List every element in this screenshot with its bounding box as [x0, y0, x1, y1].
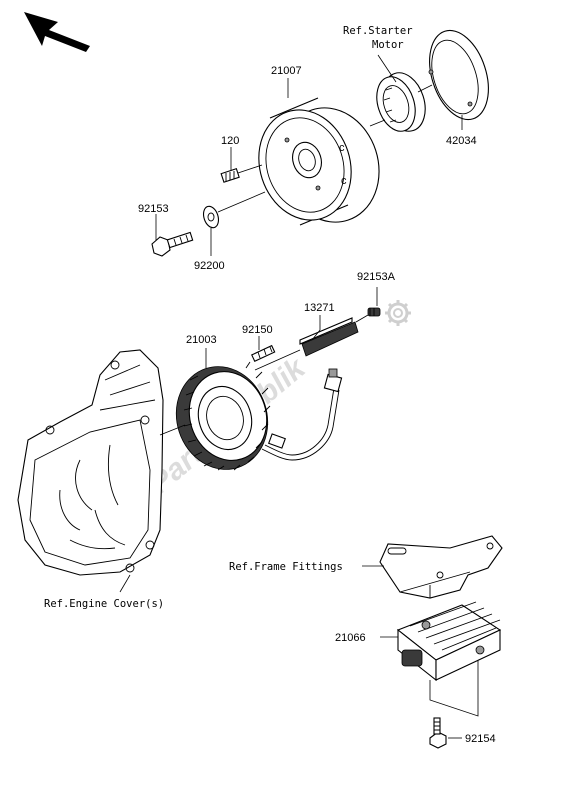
ref-starter-motor-line2: Motor — [372, 39, 404, 51]
front-direction-arrow-icon — [24, 12, 90, 52]
grommet-13271 — [299, 317, 359, 357]
label-92200: 92200 — [194, 260, 225, 272]
gear-icon — [385, 300, 411, 326]
bolt-92150 — [251, 344, 276, 363]
bolt-92154 — [429, 717, 447, 749]
ref-frame-fittings: Ref.Frame Fittings — [229, 561, 343, 573]
regulator-rectifier-21066 — [396, 601, 502, 682]
label-13271: 13271 — [304, 302, 335, 314]
label-21003: 21003 — [186, 334, 217, 346]
starter-gear — [376, 72, 426, 132]
leader-lines — [119, 54, 479, 739]
bolt-92153 — [151, 231, 194, 257]
stator-21003 — [175, 361, 271, 471]
washer-92200 — [202, 205, 220, 229]
mounting-bracket — [379, 535, 503, 599]
label-92153a: 92153A — [357, 271, 396, 283]
label-92150: 92150 — [242, 324, 273, 336]
label-92153: 92153 — [138, 203, 169, 215]
svg-text:c: c — [341, 175, 347, 187]
bolt-92153a — [367, 307, 381, 317]
label-21066: 21066 — [335, 632, 366, 644]
ref-starter-motor-line1: Ref.Starter — [343, 25, 413, 37]
label-21007: 21007 — [271, 65, 302, 77]
flywheel-rotor-21007: c c — [258, 97, 380, 226]
engine-cover — [17, 349, 164, 576]
label-92154: 92154 — [465, 733, 496, 745]
part-labels: 21007 120 92153 92200 42034 92153A 13271… — [44, 25, 496, 745]
ring-42034 — [428, 29, 489, 121]
stator-wire-harness — [261, 368, 343, 461]
ref-engine-covers: Ref.Engine Cover(s) — [44, 598, 164, 610]
label-120: 120 — [221, 135, 239, 147]
svg-text:c: c — [339, 142, 345, 154]
label-42034: 42034 — [446, 135, 477, 147]
bolt-120 — [220, 168, 240, 183]
